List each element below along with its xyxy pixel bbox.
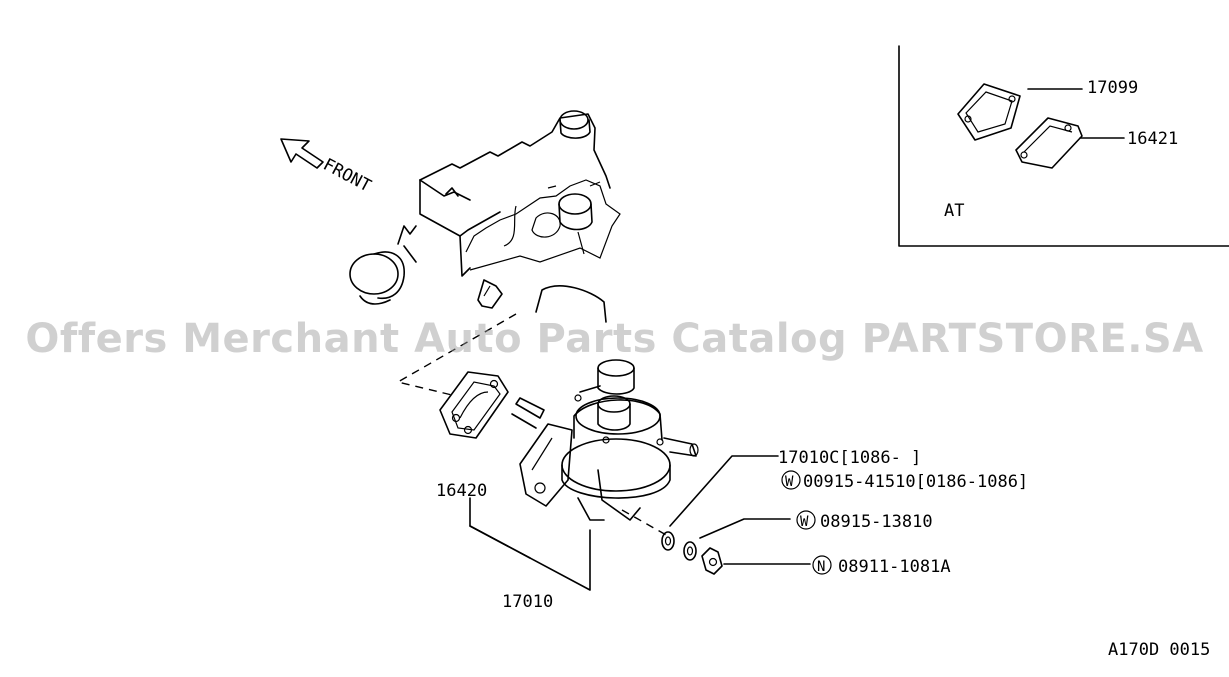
fuel-pump-drawing [511, 359, 699, 521]
front-label: FRONT [320, 155, 375, 197]
label-17099: 17099 [1087, 78, 1138, 98]
figure-code: A170D 0015 [1108, 640, 1210, 660]
label-08911: 08911-1081A [838, 557, 951, 577]
nut-symbol-circle [812, 555, 832, 575]
front-arrow: FRONT [280, 138, 375, 197]
label-17010c: 17010C[1086- ] [778, 448, 921, 468]
label-17010: 17010 [502, 592, 553, 612]
dashed-leader-gasket [396, 313, 517, 397]
label-16421: 16421 [1127, 129, 1178, 149]
label-00915: 00915-41510[0186-1086] [803, 472, 1028, 492]
washer-symbol-1: W [785, 474, 794, 490]
inset-label-at: AT [944, 201, 964, 221]
washer-symbol-circle-2 [796, 510, 816, 530]
gasket-17099-drawing [957, 83, 1021, 141]
engine-block-drawing [349, 110, 621, 323]
label-08915: 08915-13810 [820, 512, 933, 532]
dashed-leader-pump [621, 509, 669, 537]
inset-panel: 17099 16421 AT [898, 45, 1229, 247]
gasket-16420-drawing [439, 371, 509, 439]
washer-symbol-2: W [800, 514, 809, 530]
label-16420: 16420 [436, 481, 487, 501]
washer-symbol-circle [781, 470, 801, 490]
cover-16421-drawing [1015, 117, 1083, 169]
washer-drawings [661, 531, 723, 575]
nut-symbol: N [817, 559, 825, 575]
